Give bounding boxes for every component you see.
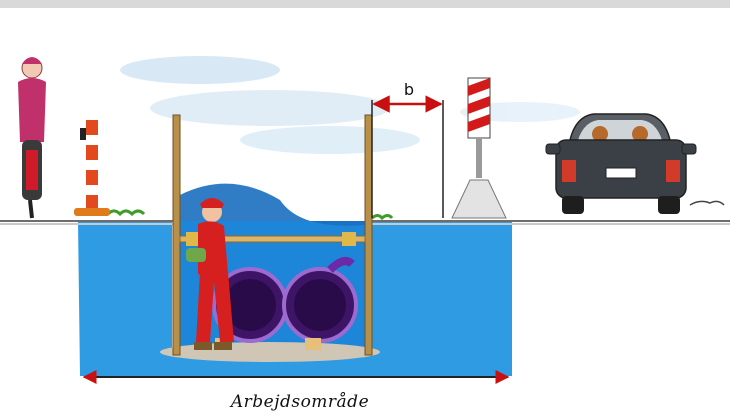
sky-clouds	[120, 56, 580, 154]
cyclist-icon	[18, 57, 46, 218]
barrier-post-icon	[452, 78, 506, 218]
width-dimension	[372, 100, 443, 218]
warning-beacon-icon	[74, 120, 110, 216]
work-area-label: Arbejdsområde	[160, 392, 440, 412]
width-marker-label: b	[399, 80, 419, 99]
car-icon	[546, 114, 724, 214]
